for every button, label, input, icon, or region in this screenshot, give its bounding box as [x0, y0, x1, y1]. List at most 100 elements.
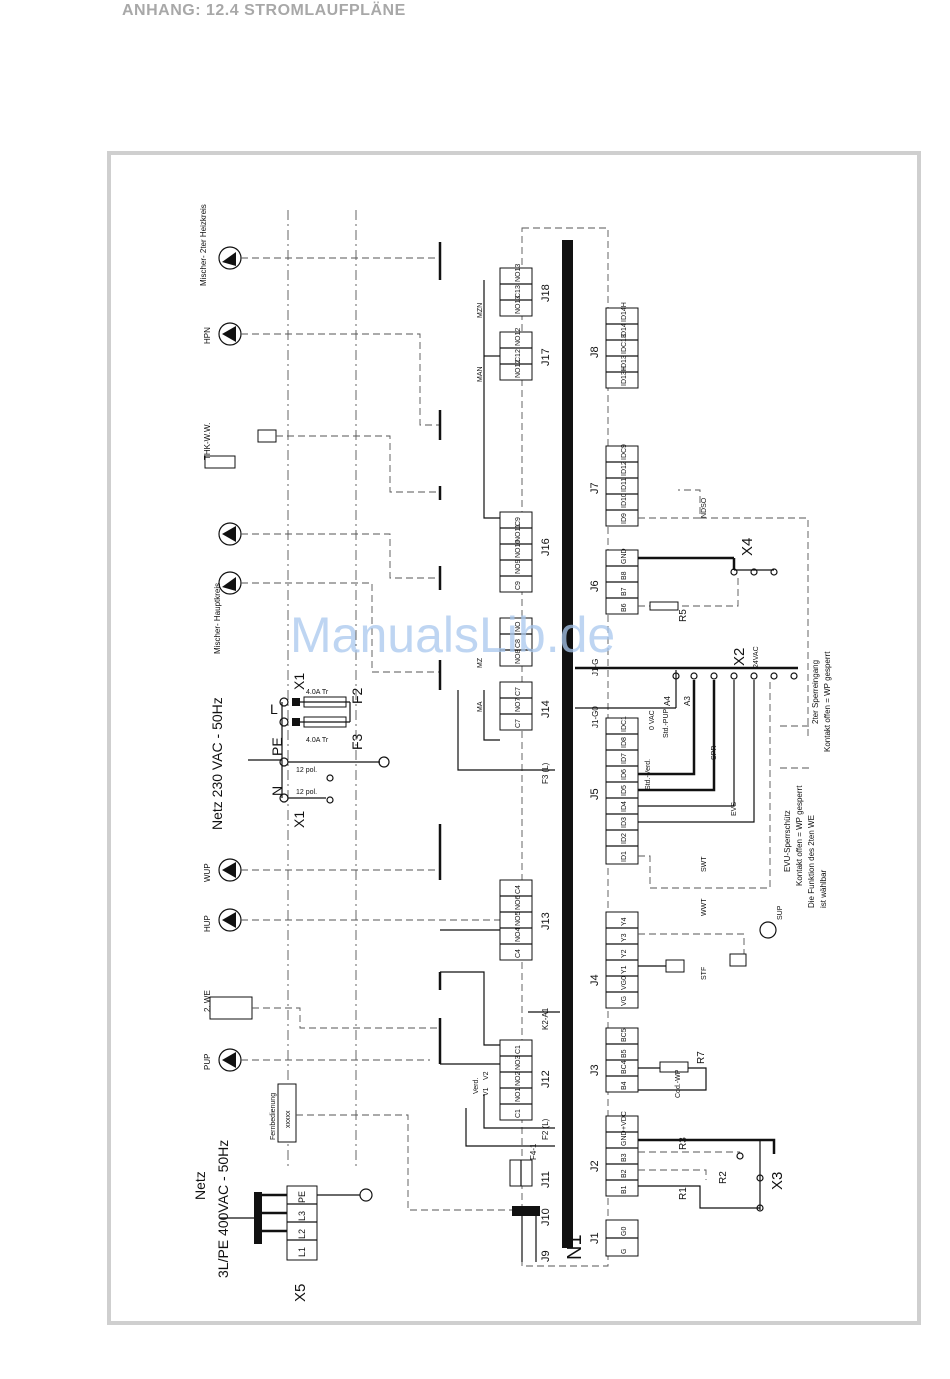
j2-t2: B3 — [621, 1153, 628, 1162]
j1-t1: G — [621, 1249, 628, 1254]
j18-t2: NO13 — [515, 296, 522, 314]
diagram-frame — [107, 151, 921, 1325]
j5-t1: ID8 — [621, 737, 628, 748]
j6-block — [605, 549, 639, 615]
j2-t3: B2 — [621, 1169, 628, 1178]
j12-t4: C1 — [515, 1045, 522, 1054]
sig-r2: R2 — [718, 1171, 729, 1184]
x5-label: X5 — [292, 1284, 309, 1302]
j4-t1: Y3 — [621, 933, 628, 942]
pump-hup — [218, 908, 500, 932]
j4-label: J4 — [589, 974, 601, 986]
note-evu4: ist wählbar — [819, 869, 828, 908]
netz-400-label: 3L/PE 400VAC - 50Hz — [215, 1140, 231, 1278]
j10-label: J10 — [540, 1208, 552, 1226]
page-header: ANHANG: 12.4 STROMLAUFPLÄNE — [122, 2, 406, 19]
j17-t1: C12 — [515, 349, 522, 362]
pump-label-2: THK-W.W. — [203, 423, 212, 460]
24vac-label: 24VAC — [753, 646, 760, 668]
n1-bus-bar — [562, 240, 573, 1248]
j16-t3: NO9 — [515, 560, 522, 575]
sig-stf: STF — [701, 967, 708, 980]
remote-label: Fernbedienung — [270, 1093, 277, 1140]
j12-label: J12 — [540, 1070, 552, 1088]
j5-t5: ID4 — [621, 801, 628, 812]
f2-label: F2 — [349, 687, 365, 704]
j5-label: J5 — [589, 788, 601, 800]
j13-t1: NO6 — [515, 896, 522, 911]
j8-t2: IDC13 — [621, 334, 628, 354]
x5-l3: L3 — [297, 1211, 307, 1221]
remote-code: xxxxx — [285, 1110, 292, 1128]
j18-label: J18 — [540, 284, 552, 302]
note-sperr2: 2ter Sperreingang — [811, 660, 820, 724]
sig-wwt: WWT — [701, 898, 708, 916]
pump-circ — [218, 522, 440, 579]
pump-2we — [209, 996, 440, 1029]
sig-j1g: J1-G — [591, 659, 600, 676]
fuse-f2-rating: 4.0A Tr — [306, 689, 329, 696]
j4-t2: Y2 — [621, 949, 628, 958]
j7-t2: ID11 — [621, 478, 628, 492]
x5-terminal-block — [220, 1185, 373, 1261]
j7-t1: ID12 — [621, 461, 628, 476]
x2-label: X2 — [731, 648, 748, 666]
note-evu2: Kontakt offen = WP gesperrt — [795, 785, 804, 886]
j14-t0: C7 — [515, 687, 522, 696]
j6-t2: B7 — [621, 587, 628, 596]
j12-t1: NO3 — [515, 1056, 522, 1071]
sig-f3l: F3 (L) — [541, 762, 550, 784]
pump-thk — [204, 429, 440, 493]
j5-t4: ID5 — [621, 785, 628, 796]
j2-label: J2 — [589, 1160, 601, 1172]
pol12-top: 12 pol. — [296, 767, 317, 774]
j3-t0: BC5 — [621, 1028, 628, 1042]
j5-t6: ID3 — [621, 817, 628, 828]
j16-t4: C9 — [515, 581, 522, 590]
j7-block — [605, 445, 639, 527]
j17-t0: NO12 — [515, 328, 522, 346]
j15-block — [499, 617, 533, 667]
sig-r7: R7 — [696, 1051, 707, 1064]
sig-r3: R3 — [678, 1137, 689, 1150]
sig-std-verd: Std.-Verd. — [645, 759, 652, 790]
j16-t0: C9 — [515, 517, 522, 526]
j6-t0: GND — [621, 548, 628, 564]
j8-t4: ID13H — [621, 366, 628, 386]
j14-label: J14 — [540, 700, 552, 718]
j4-t0: Y4 — [621, 917, 628, 926]
j16-label: J16 — [540, 538, 552, 556]
pump-hpn — [218, 322, 440, 426]
pump-mischer-2ter — [218, 246, 440, 270]
j15-t2: NO8 — [515, 650, 522, 665]
j17-t2: NO12 — [515, 360, 522, 378]
note-evu3: Die Funktion des 2ten WE — [807, 815, 816, 908]
n-label: N — [269, 786, 285, 796]
j13-t0: C4 — [515, 885, 522, 894]
j6-label: J6 — [589, 580, 601, 592]
j2-t4: B1 — [621, 1185, 628, 1194]
j4-t3: Y1 — [621, 965, 628, 974]
j11-label: J11 — [540, 1171, 552, 1188]
j3-t3: B4 — [621, 1081, 628, 1090]
sig-ndso: NDSO — [701, 497, 708, 518]
sig-f41: F4-1 — [529, 1143, 538, 1160]
x4-wiring — [638, 489, 809, 740]
sig-man: MAN — [477, 366, 484, 382]
sig-j1g0: J1-G0 — [591, 706, 600, 728]
j7-t3: ID10 — [621, 493, 628, 508]
j13-t4: C4 — [515, 949, 522, 958]
j18-t0: NO13 — [515, 264, 522, 282]
j4-t5: VG — [621, 996, 628, 1006]
j5-t2: ID7 — [621, 753, 628, 764]
remote-cable — [296, 1114, 512, 1211]
sig-a3: A3 — [683, 696, 692, 706]
n1-label: N1 — [564, 1234, 586, 1260]
j7-t4: ID9 — [621, 513, 628, 524]
sig-a4: A4 — [663, 696, 672, 706]
x5-pe: PE — [297, 1191, 307, 1203]
sig-f2l: F2 (L) — [541, 1118, 550, 1140]
sig-spr: SPR — [711, 746, 718, 760]
j4-outputs — [638, 921, 777, 973]
j5-t0: IDC1 — [621, 716, 628, 732]
